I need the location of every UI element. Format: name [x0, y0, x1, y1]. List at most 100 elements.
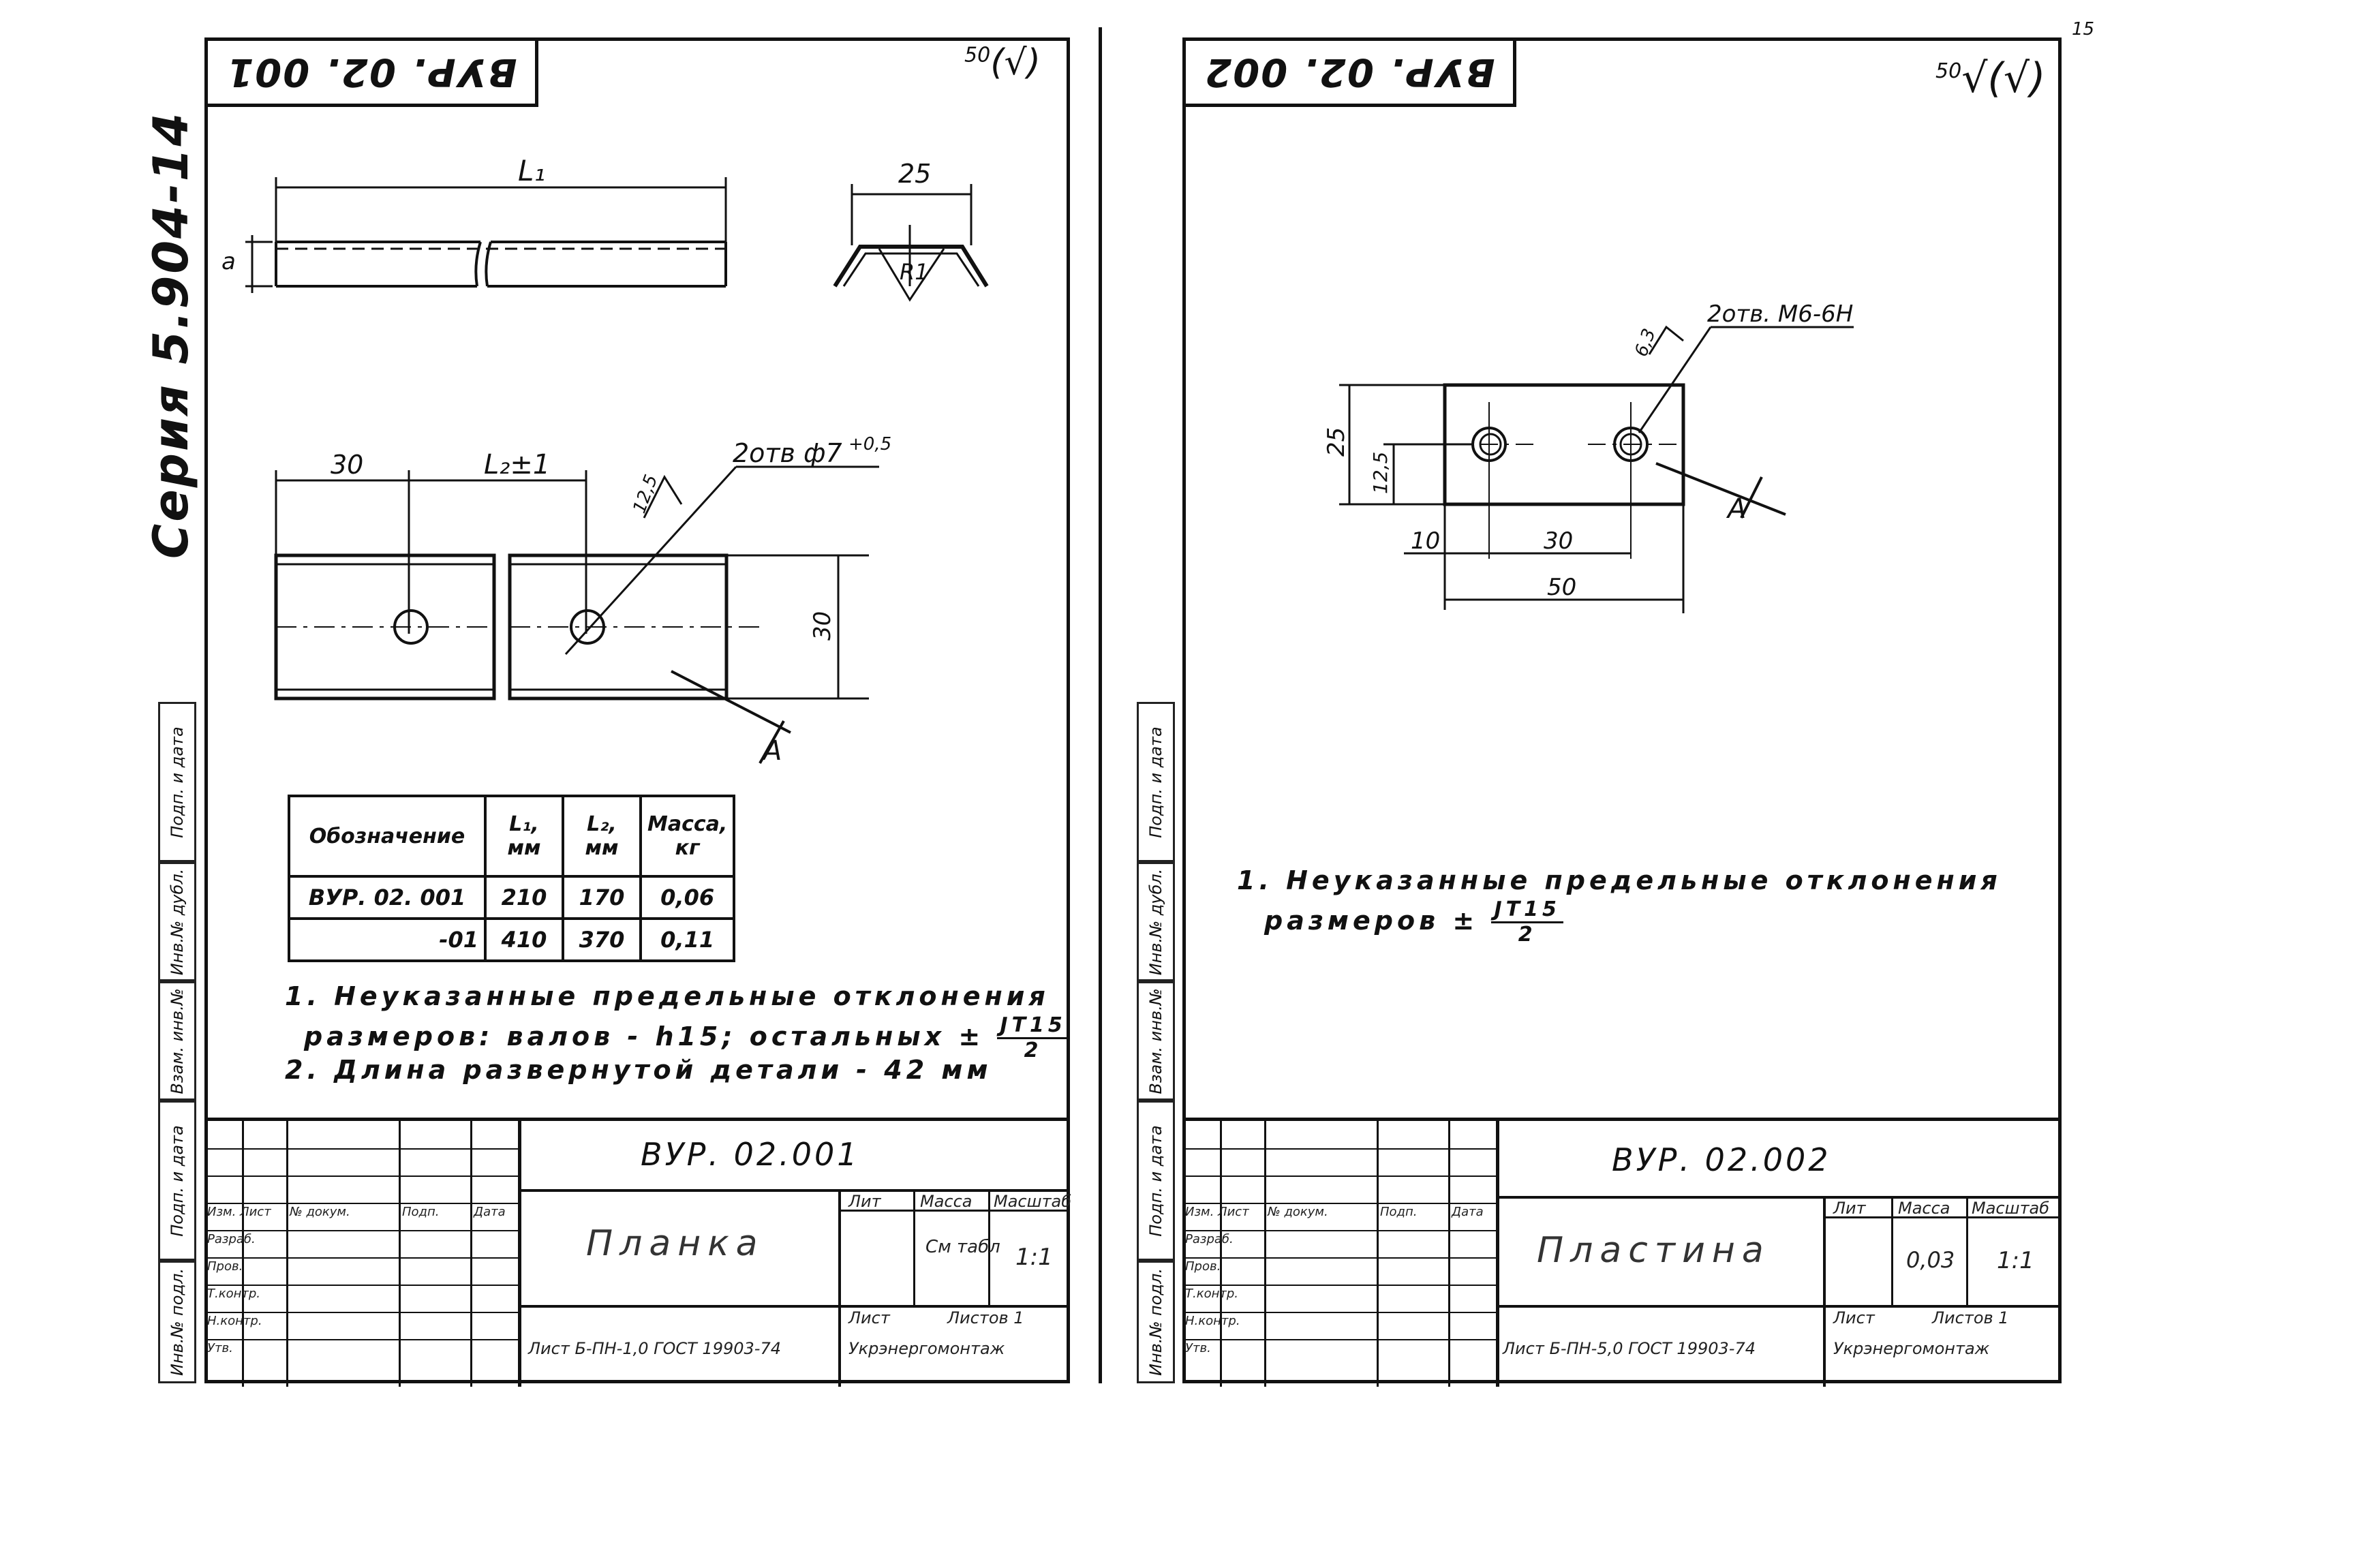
- left-dim-thickness: a: [221, 248, 236, 275]
- left-drawing-sheet: [204, 37, 1070, 1383]
- left-note-1b: размеров: валов - h15; остальных ± JT15 …: [304, 1014, 1069, 1062]
- right-dim-50: 50: [1547, 574, 1576, 601]
- left-note-pm: ±: [958, 1021, 985, 1051]
- staff-row-label: Изм. Лист: [1185, 1205, 1249, 1219]
- right-institute: Укрэнергомонтаж: [1833, 1339, 1990, 1358]
- side-label: Инв.№ дубл.: [1146, 868, 1165, 975]
- staff-row-label: Т.контр.: [207, 1287, 261, 1301]
- side-label: Подп. и дата: [1146, 1124, 1165, 1237]
- spec-header-mass: Масса, кг: [639, 795, 736, 878]
- right-note-pm: ±: [1452, 906, 1479, 936]
- left-mass-value: См табл: [925, 1237, 1000, 1257]
- right-roughness-value: 50: [1935, 59, 1962, 83]
- right-sheets-label: Листов 1: [1932, 1308, 2009, 1327]
- right-dim-10: 10: [1411, 527, 1440, 555]
- staff-row-label: Н.контр.: [207, 1314, 262, 1328]
- right-scale-label: Масштаб: [1972, 1199, 2050, 1218]
- right-note-1b-text: размеров: [1264, 906, 1440, 936]
- right-note-1a: 1. Неуказанные предельные отклонения: [1237, 865, 2002, 895]
- right-frac-top: JT15: [1491, 898, 1563, 923]
- right-sheet-label: Лист: [1833, 1308, 1875, 1327]
- left-mass-label: Масса: [920, 1192, 973, 1211]
- right-lit-label: Лит: [1833, 1199, 1866, 1218]
- spec-header-l1: L₁, мм: [484, 795, 564, 878]
- table-cell: -01: [288, 917, 487, 962]
- left-section-mark: A: [761, 735, 782, 767]
- staff-row-label: Разраб.: [1185, 1232, 1234, 1246]
- staff-row-label: Т.контр.: [1185, 1287, 1239, 1301]
- staff-row-label: Подп.: [402, 1205, 440, 1219]
- table-cell: 170: [562, 875, 642, 920]
- staff-row-label: Пров.: [1185, 1259, 1221, 1274]
- table-cell: ВУР. 02. 001: [288, 875, 487, 920]
- right-material: Лист Б-ПН-5,0 ГОСТ 19903-74: [1503, 1339, 1756, 1358]
- left-hole-tolerance: +0,5: [848, 434, 891, 455]
- staff-row-label: Утв.: [1185, 1341, 1211, 1355]
- right-dim-25: 25: [1323, 427, 1350, 457]
- spec-header-designation: Обозначение: [288, 795, 487, 878]
- side-cell: Подп. и дата: [158, 1101, 196, 1261]
- right-mass-value: 0,03: [1906, 1247, 1955, 1273]
- table-cell: 210: [484, 875, 564, 920]
- table-row: ВУР. 02. 001 210 170 0,06: [288, 875, 736, 920]
- right-roughness-mark: 50√(√): [1935, 55, 2046, 102]
- right-title-block: ВУР. 02.002 Пластина Лит Масса Масштаб 0…: [1182, 1118, 2062, 1387]
- staff-row-label: Подп.: [1380, 1205, 1418, 1219]
- left-institute: Укрэнергомонтаж: [848, 1339, 1005, 1358]
- right-title-name: Пластина: [1537, 1230, 1771, 1271]
- side-label: Взам. инв.№: [1146, 987, 1165, 1094]
- spec-header-l2: L₂, мм: [562, 795, 642, 878]
- left-frac-top: JT15: [997, 1014, 1069, 1039]
- right-frac-bottom: 2: [1518, 923, 1537, 947]
- right-dim-12-5: 12,5: [1369, 452, 1392, 494]
- side-cell: Инв.№ подл.: [158, 1261, 196, 1383]
- table-row: -01 410 370 0,11: [288, 917, 736, 962]
- left-roughness-mark: 50(√): [964, 42, 1041, 83]
- staff-row-label: Разраб.: [207, 1232, 256, 1246]
- left-spec-table: Обозначение L₁, мм L₂, мм Масса, кг ВУР.…: [288, 795, 736, 962]
- side-cell: Взам. инв.№: [158, 981, 196, 1101]
- left-note-1a: 1. Неуказанные предельные отклонения: [285, 981, 1050, 1011]
- side-label: Подп. и дата: [1146, 726, 1165, 838]
- side-cell: Инв.№ дубл.: [1137, 862, 1175, 981]
- left-code-stamp: ВУР. 02. 001: [204, 37, 538, 107]
- staff-row-label: Изм. Лист: [207, 1205, 271, 1219]
- side-cell: Инв.№ дубл.: [158, 862, 196, 981]
- left-note-2: 2. Длина развернутой детали - 42 мм: [285, 1055, 992, 1085]
- left-hole-callout: 2отв ф7: [733, 438, 842, 468]
- table-cell: 0,06: [639, 875, 736, 920]
- staff-row-label: Дата: [1452, 1205, 1484, 1219]
- staff-row-label: Н.контр.: [1185, 1314, 1240, 1328]
- left-dim-30: 30: [331, 450, 363, 480]
- left-dim-l2: L₂±1: [484, 449, 550, 480]
- left-note-fraction: JT15 2: [997, 1014, 1069, 1062]
- spec-table-header: Обозначение L₁, мм L₂, мм Масса, кг: [288, 795, 736, 878]
- page-number: 15: [2072, 19, 2095, 40]
- right-dim-30: 30: [1544, 527, 1573, 555]
- left-sheets-label: Листов 1: [947, 1308, 1024, 1327]
- side-cell: Подп. и дата: [1137, 1101, 1175, 1261]
- right-code-stamp: ВУР. 02. 002: [1182, 37, 1516, 107]
- side-cell: Инв.№ подл.: [1137, 1261, 1175, 1383]
- left-scale-value: 1:1: [1015, 1244, 1053, 1271]
- table-cell: 410: [484, 917, 564, 962]
- staff-row-label: Пров.: [207, 1259, 243, 1274]
- staff-row-label: № докум.: [290, 1205, 350, 1219]
- left-dim-radius: R1: [900, 259, 929, 285]
- left-frac-bottom: 2: [1024, 1039, 1043, 1062]
- side-cell: Подп. и дата: [158, 702, 196, 862]
- left-note-1b-text: размеров: валов - h15; остальных: [304, 1021, 946, 1051]
- staff-row-label: Дата: [474, 1205, 506, 1219]
- right-note-1b: размеров ± JT15 2: [1264, 898, 1563, 947]
- right-note-fraction: JT15 2: [1491, 898, 1563, 947]
- right-scale-value: 1:1: [1997, 1247, 2034, 1274]
- right-mass-label: Масса: [1898, 1199, 1950, 1218]
- left-title-block: ВУР. 02.001 Планка Лит Масса Масштаб См …: [204, 1118, 1071, 1387]
- side-label: Инв.№ подл.: [1146, 1268, 1165, 1376]
- left-dim-l1: L₁: [518, 154, 545, 187]
- right-section-mark: A: [1726, 493, 1746, 525]
- right-side-strip: Подп. и дата Инв.№ дубл. Взам. инв.№ Под…: [1137, 702, 1175, 1383]
- left-title-code: ВУР. 02.001: [641, 1136, 860, 1173]
- left-roughness-paren: (√): [990, 42, 1041, 83]
